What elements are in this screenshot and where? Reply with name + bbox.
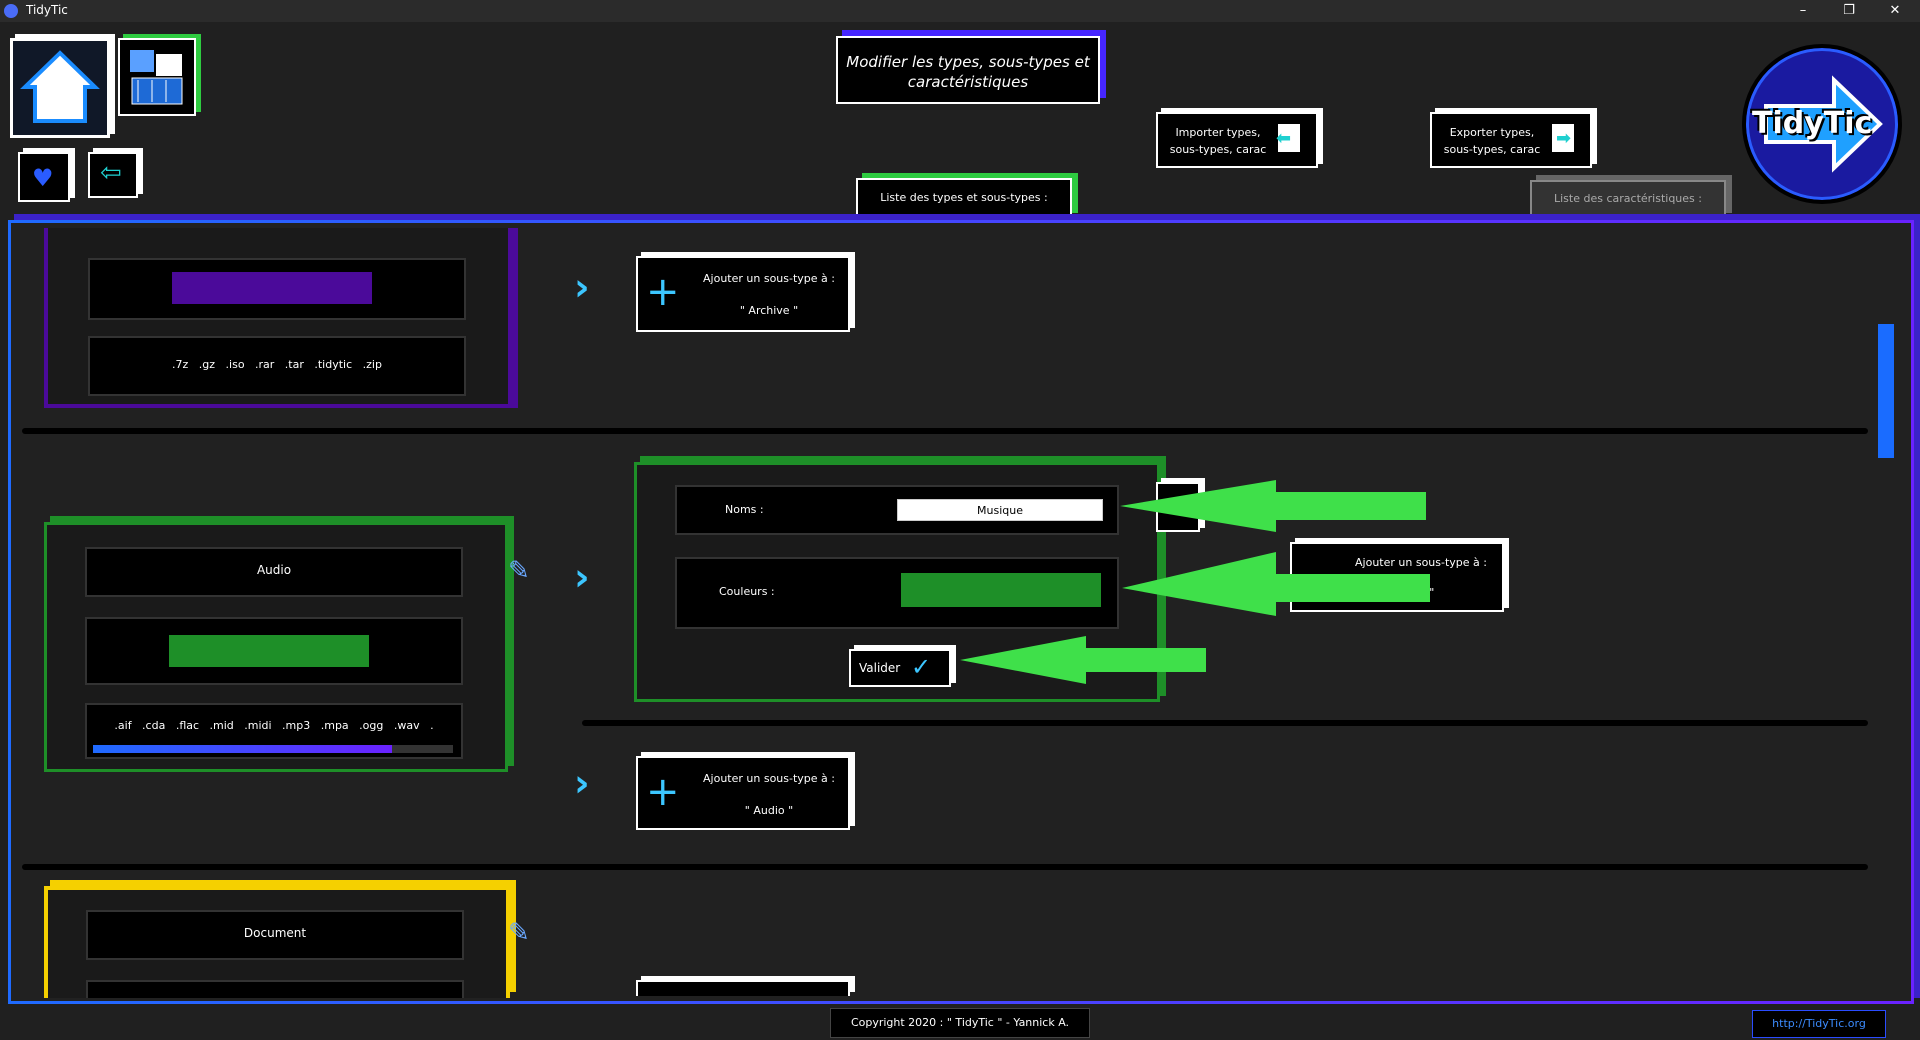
archive-color-box <box>88 258 466 320</box>
audio-extensions: .aif .cda .flac .mid .midi .mp3 .mpa .og… <box>114 719 434 732</box>
export-file-icon: ➡ <box>1552 124 1574 152</box>
audio-color-swatch <box>169 635 369 667</box>
home-button[interactable] <box>10 38 110 138</box>
checkmark-icon: ✓ <box>911 653 932 681</box>
add-archive-line2: " Archive " <box>739 304 799 317</box>
home-icon <box>20 50 100 123</box>
subtype-divider <box>582 720 1868 726</box>
color-picker-swatch[interactable] <box>901 573 1101 607</box>
add-subtype-archive-button[interactable]: + Ajouter un sous-type à : " Archive " <box>636 256 850 332</box>
hidden-add-line1: Ajouter un sous-type à : <box>1355 556 1487 569</box>
plus-icon: + <box>646 269 680 315</box>
annotation-arrow-validate <box>960 636 1206 684</box>
title-bar: TidyTic – ❐ ✕ <box>0 0 1920 22</box>
names-input[interactable] <box>897 499 1103 521</box>
website-link[interactable]: http://TidyTic.org <box>1752 1010 1886 1038</box>
media-types-button[interactable] <box>118 38 196 116</box>
tab-types[interactable]: Liste des types et sous-types : <box>856 178 1072 218</box>
close-button[interactable]: ✕ <box>1889 3 1901 18</box>
colors-row: Couleurs : <box>675 557 1119 629</box>
add-subtype-document-button[interactable] <box>636 980 850 996</box>
maximize-button[interactable]: ❐ <box>1843 3 1855 18</box>
audio-subtype-chevron[interactable]: › <box>574 761 590 805</box>
audio-name: Audio <box>256 563 292 577</box>
heart-icon: ♥ <box>32 164 54 192</box>
audio-extensions-scrollbar[interactable] <box>93 745 453 753</box>
logo-text: TidyTic <box>1752 106 1873 141</box>
favorites-button[interactable]: ♥ <box>18 152 70 202</box>
names-row: Noms : <box>675 485 1119 535</box>
plus-icon: + <box>646 769 680 815</box>
section-divider-2 <box>22 864 1868 870</box>
scrollbar-thumb[interactable] <box>1878 324 1894 458</box>
media-icon <box>130 50 183 105</box>
validate-label: Valider <box>859 661 901 675</box>
edit-document-pencil-icon[interactable]: ✎ <box>508 918 530 948</box>
export-label: Exporter types, sous-types, carac <box>1443 126 1541 156</box>
tab-types-label: Liste des types et sous-types : <box>880 191 1048 204</box>
audio-color-box <box>85 617 463 685</box>
validate-button[interactable]: Valider ✓ <box>849 649 951 687</box>
names-label: Noms : <box>725 503 764 516</box>
audio-extensions-box: .aif .cda .flac .mid .midi .mp3 .mpa .og… <box>85 703 463 759</box>
audio-scrollbar-fill <box>93 745 392 753</box>
import-button[interactable]: Importer types, sous-types, carac ⬅ <box>1156 112 1318 168</box>
colors-label: Couleurs : <box>719 585 775 598</box>
document-name: Document <box>243 926 307 940</box>
tab-carac-label: Liste des caractéristiques : <box>1554 192 1702 205</box>
arrow-to-names <box>1120 480 1426 532</box>
page-title: Modifier les types, sous-types et caract… <box>846 53 1090 91</box>
page-title-box: Modifier les types, sous-types et caract… <box>836 36 1100 104</box>
add-archive-line1: Ajouter un sous-type à : <box>703 272 835 285</box>
audio-expand-chevron[interactable]: › <box>574 555 590 599</box>
tidytic-logo: TidyTic <box>1742 44 1902 204</box>
edit-audio-pencil-icon[interactable]: ✎ <box>508 556 530 586</box>
arrow-to-validate <box>960 636 1206 684</box>
copyright-text: Copyright 2020 : " TidyTic " - Yannick A… <box>850 1016 1070 1029</box>
back-button[interactable]: ⇦ <box>88 152 138 198</box>
audio-card: Audio .aif .cda .flac .mid .midi .mp3 .m… <box>44 522 508 772</box>
document-name-box: Document <box>86 910 464 960</box>
tab-caracteristiques[interactable]: Liste des caractéristiques : <box>1530 180 1726 218</box>
section-divider <box>22 428 1868 434</box>
archive-extensions: .7z .gz .iso .rar .tar .tidytic .zip <box>172 358 382 371</box>
copyright-box: Copyright 2020 : " TidyTic " - Yannick A… <box>830 1008 1090 1038</box>
archive-color-swatch <box>172 272 372 304</box>
archive-extensions-box: .7z .gz .iso .rar .tar .tidytic .zip <box>88 336 466 396</box>
arrow-to-colors <box>1122 552 1430 616</box>
export-button[interactable]: Exporter types, sous-types, carac ➡ <box>1430 112 1592 168</box>
logo-arrow-icon <box>1764 75 1883 173</box>
archive-card: .7z .gz .iso .rar .tar .tidytic .zip <box>44 228 512 408</box>
minimize-button[interactable]: – <box>1799 3 1807 18</box>
add-audio-line2: " Audio " <box>744 804 794 817</box>
audio-name-box: Audio <box>85 547 463 597</box>
document-color-box <box>86 980 464 998</box>
arrow-left-icon: ⇦ <box>100 158 122 188</box>
import-label: Importer types, sous-types, carac <box>1169 126 1267 156</box>
app-icon <box>4 4 18 18</box>
archive-expand-chevron[interactable]: › <box>574 265 590 309</box>
edit-subtype-form: Noms : Couleurs : Valider ✓ <box>634 462 1160 702</box>
website-link-text[interactable]: http://TidyTic.org <box>1772 1017 1866 1030</box>
window-title: TidyTic <box>26 3 68 17</box>
add-subtype-audio-button[interactable]: + Ajouter un sous-type à : " Audio " <box>636 756 850 830</box>
import-file-icon: ⬅ <box>1276 124 1300 152</box>
annotation-arrows <box>1120 480 1430 616</box>
add-audio-line1: Ajouter un sous-type à : <box>703 772 835 785</box>
document-card: Document <box>44 886 510 998</box>
